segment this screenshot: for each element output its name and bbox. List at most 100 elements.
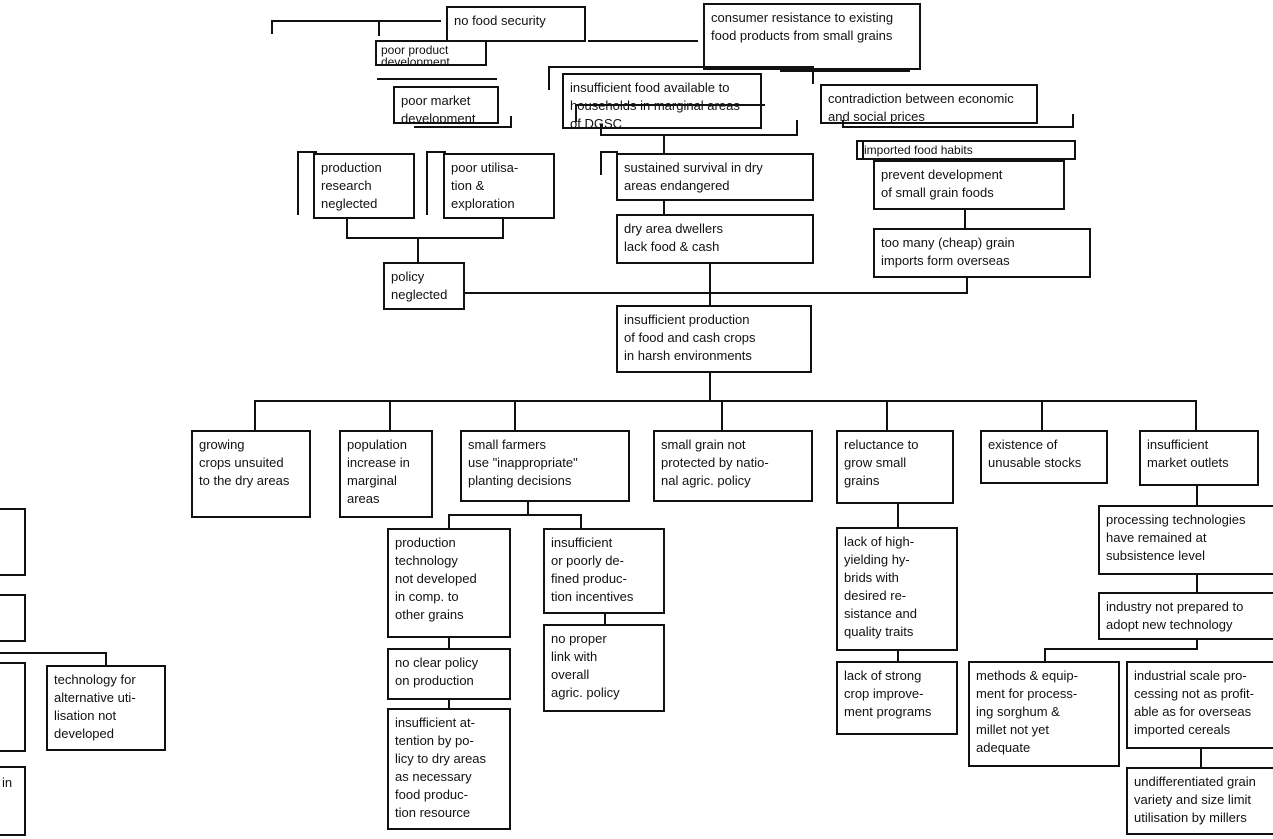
node-insufficient-food: insufficient food available to household… xyxy=(562,73,762,129)
node-unusable-stocks: existence of unusable stocks xyxy=(980,430,1108,484)
node-insufficient-attention: insufficient at- tention by po- licy to … xyxy=(387,708,511,830)
connector xyxy=(463,292,968,294)
node-incentives: insufficient or poorly de- fined produc-… xyxy=(543,528,665,614)
node-no-proper-link: no proper link with overall agric. polic… xyxy=(543,624,665,712)
connector xyxy=(1044,648,1046,663)
connector xyxy=(346,217,348,239)
connector xyxy=(378,20,380,36)
connector xyxy=(600,151,618,153)
connector xyxy=(414,126,512,128)
node-poor-market: poor market development xyxy=(393,86,499,124)
connector xyxy=(604,612,606,626)
connector xyxy=(448,514,582,516)
node-high-yielding: lack of high- yielding hy- brids with de… xyxy=(836,527,958,651)
node-population: population increase in marginal areas xyxy=(339,430,433,518)
connector xyxy=(271,20,273,34)
connector xyxy=(663,136,665,154)
node-consumer-resistance: consumer resistance to existing food pro… xyxy=(703,3,921,70)
connector xyxy=(580,514,582,530)
node-no-food-security: no food security xyxy=(446,6,586,42)
connector xyxy=(417,237,419,264)
node-industry-not-prepared: industry not prepared to adopt new techn… xyxy=(1098,592,1273,640)
node-left-partial-2 xyxy=(0,594,26,642)
connector xyxy=(780,70,910,72)
connector xyxy=(842,120,844,128)
connector xyxy=(812,66,814,84)
connector xyxy=(964,208,966,229)
connector xyxy=(796,120,798,136)
connector xyxy=(346,237,504,239)
connector xyxy=(1200,747,1202,769)
connector xyxy=(448,698,450,710)
connector xyxy=(588,40,698,42)
node-left-partial-4: in xyxy=(0,766,26,836)
connector xyxy=(1041,400,1043,432)
connector xyxy=(575,104,765,106)
node-poor-utilisation: poor utilisa- tion & exploration xyxy=(443,153,555,219)
node-poor-product-dev: poor product development xyxy=(375,40,487,66)
connector xyxy=(886,400,888,432)
connector xyxy=(502,217,504,239)
connector xyxy=(709,263,711,306)
node-market-outlets: insufficient market outlets xyxy=(1139,430,1259,486)
node-reluctance: reluctance to grow small grains xyxy=(836,430,954,504)
connector xyxy=(297,151,299,215)
connector xyxy=(426,151,446,153)
connector xyxy=(600,151,602,175)
node-no-clear-policy: no clear policy on production xyxy=(387,648,511,700)
node-dry-area-dwellers: dry area dwellers lack food & cash xyxy=(616,214,814,264)
node-growing-crops: growing crops unsuited to the dry areas xyxy=(191,430,311,518)
node-prevent-small-grain: prevent development of small grain foods xyxy=(873,160,1065,210)
connector xyxy=(1196,484,1198,507)
connector xyxy=(389,400,391,432)
node-imported-habits: imported food habits xyxy=(856,140,1076,160)
connector xyxy=(510,116,512,128)
connector xyxy=(0,652,107,654)
connector xyxy=(897,502,899,529)
connector xyxy=(966,276,968,294)
node-alt-utilisation: technology for alternative uti- lisation… xyxy=(46,665,166,751)
connector xyxy=(105,652,107,667)
node-production-research: production research neglected xyxy=(313,153,415,219)
connector xyxy=(1072,114,1074,128)
connector xyxy=(842,126,1074,128)
node-small-farmers: small farmers use "inappropriate" planti… xyxy=(460,430,630,502)
node-industrial-scale: industrial scale pro- cessing not as pro… xyxy=(1126,661,1273,749)
node-crop-programs: lack of strong crop improve- ment progra… xyxy=(836,661,958,735)
connector xyxy=(548,66,550,90)
connector xyxy=(709,372,711,402)
connector xyxy=(575,104,577,122)
node-production-tech: production technology not developed in c… xyxy=(387,528,511,638)
connector xyxy=(721,400,723,432)
connector xyxy=(1196,573,1198,594)
connector xyxy=(862,142,864,158)
node-contradiction: contradiction between economic and socia… xyxy=(820,84,1038,124)
node-small-grain-policy: small grain not protected by natio- nal … xyxy=(653,430,813,502)
connector xyxy=(254,400,1196,402)
node-methods-equipment: methods & equip- ment for process- ing s… xyxy=(968,661,1120,767)
connector xyxy=(527,500,529,516)
connector xyxy=(1195,400,1197,432)
node-policy-neglected: policy neglected xyxy=(383,262,465,310)
connector xyxy=(548,66,814,68)
connector xyxy=(600,134,798,136)
node-undifferentiated: undifferentiated grain variety and size … xyxy=(1126,767,1273,835)
node-core-problem: insufficient production of food and cash… xyxy=(616,305,812,373)
connector xyxy=(426,151,428,215)
connector xyxy=(297,151,317,153)
node-cheap-imports: too many (cheap) grain imports form over… xyxy=(873,228,1091,278)
connector xyxy=(254,400,256,432)
connector xyxy=(514,400,516,432)
connector xyxy=(377,78,497,80)
node-left-partial-3 xyxy=(0,662,26,752)
node-sustained-survival: sustained survival in dry areas endanger… xyxy=(616,153,814,201)
connector xyxy=(1196,638,1198,650)
connector xyxy=(663,200,665,215)
connector xyxy=(1044,648,1198,650)
connector xyxy=(271,20,441,22)
node-left-partial-1 xyxy=(0,508,26,576)
node-processing-tech: processing technologies have remained at… xyxy=(1098,505,1273,575)
connector xyxy=(600,124,602,136)
connector xyxy=(448,514,450,530)
